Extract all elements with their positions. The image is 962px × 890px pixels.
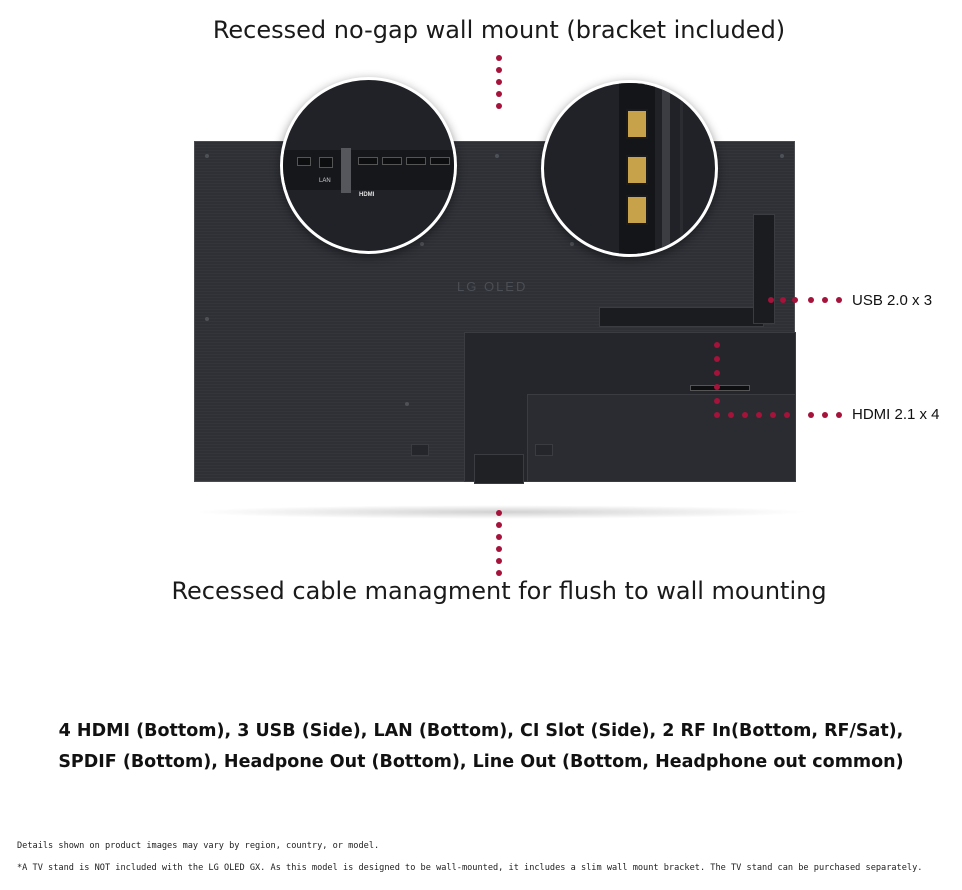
headline-cable-management: Recessed cable managment for flush to wa…	[171, 577, 827, 605]
headline-wall-mount: Recessed no-gap wall mount (bracket incl…	[212, 16, 786, 44]
specs-line-2: SPDIF (Bottom), Headpone Out (Bottom), L…	[58, 752, 904, 772]
disclaimer-line-1: Details shown on product images may vary…	[17, 841, 380, 851]
tv-logo: LG OLED	[457, 279, 528, 294]
side-connector-strip	[753, 214, 775, 324]
zoom-side-usb-ports	[541, 80, 718, 257]
hdmi-label: HDMI	[359, 192, 375, 198]
hdmi-callout-label: HDMI 2.1 x 4	[852, 406, 940, 423]
recessed-lower-panel	[527, 394, 796, 482]
usb-callout-label: USB 2.0 x 3	[852, 292, 933, 309]
lan-label: LAN	[319, 178, 331, 184]
tv-back-panel: LG OLED	[194, 141, 796, 484]
specs-line-1: 4 HDMI (Bottom), 3 USB (Side), LAN (Bott…	[58, 721, 904, 741]
side-slot	[690, 385, 750, 391]
bottom-bracket	[474, 454, 524, 484]
zoom-bottom-ports: LAN HDMI	[280, 77, 457, 254]
connectivity-specs: 4 HDMI (Bottom), 3 USB (Side), LAN (Bott…	[0, 716, 962, 778]
disclaimer-line-2: *A TV stand is NOT included with the LG …	[17, 863, 923, 873]
bottom-connector-bar	[599, 307, 764, 327]
